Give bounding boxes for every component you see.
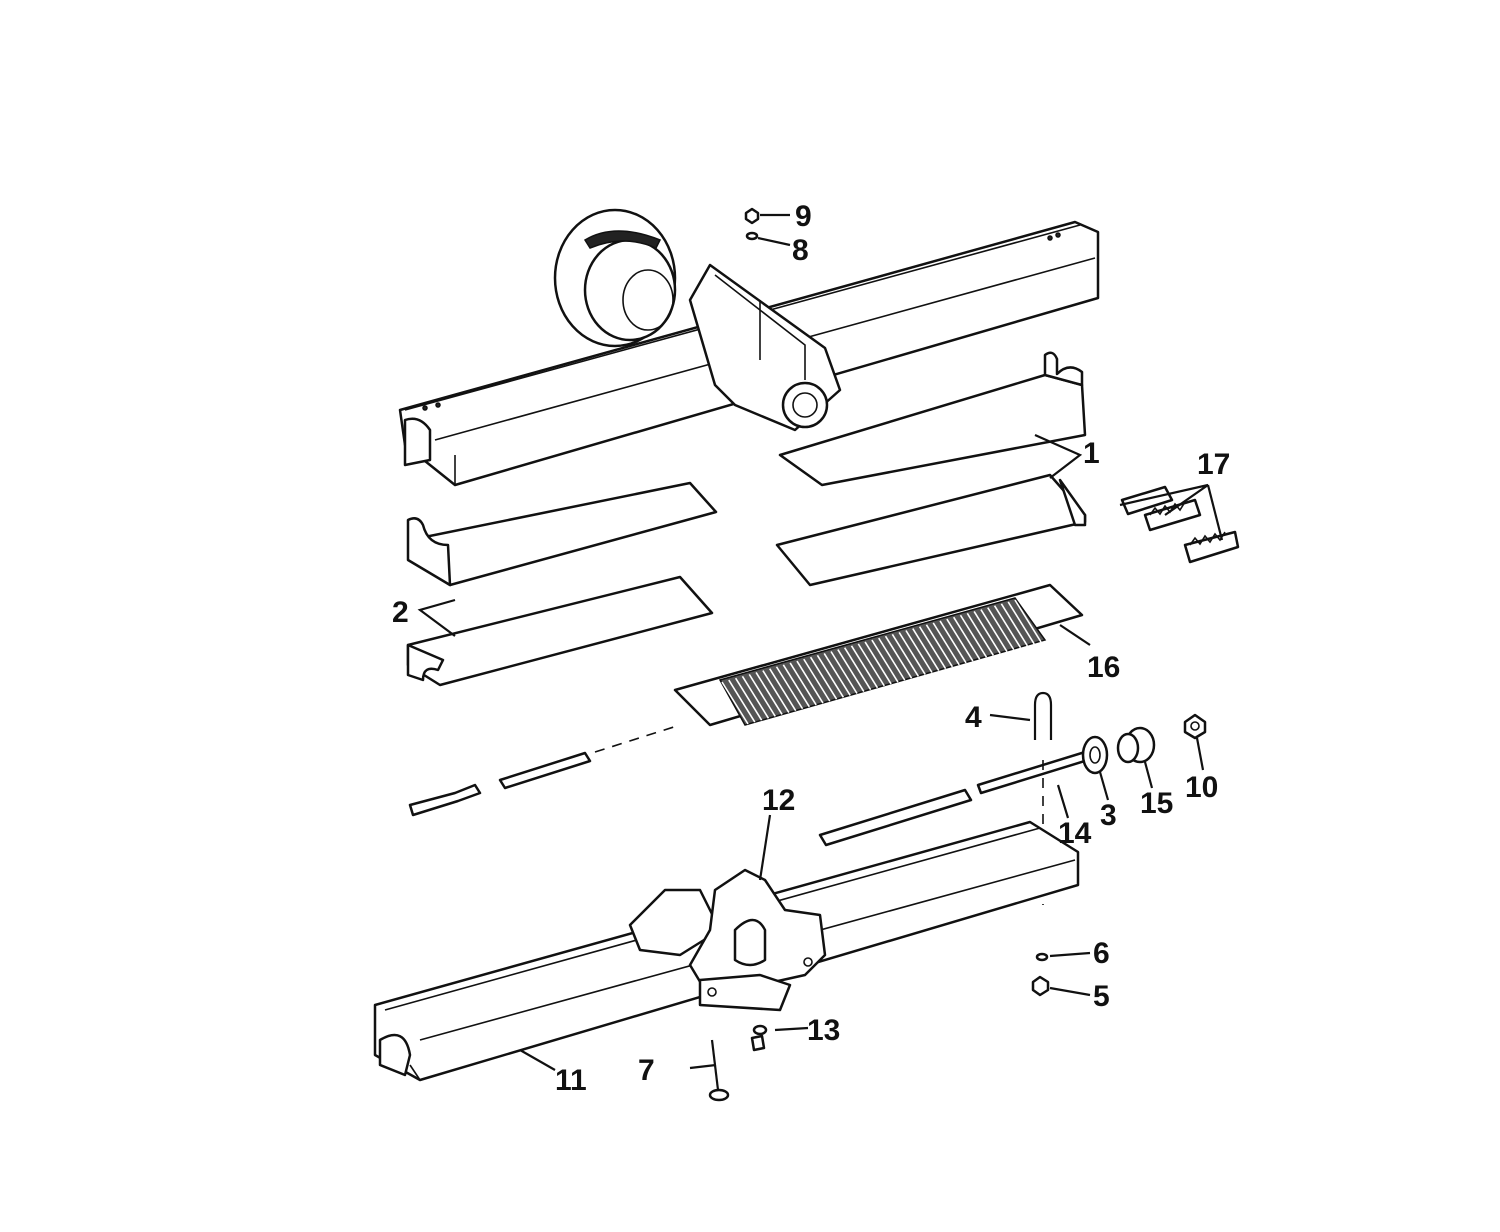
spring-coil — [796, 660, 824, 704]
spring-coil — [891, 633, 920, 677]
spring-coil — [939, 620, 967, 664]
callout-16: 16 — [1087, 651, 1120, 684]
washer-8 — [745, 231, 759, 241]
spring-coil — [857, 643, 885, 687]
spring-coil — [769, 668, 797, 712]
spring-coil — [932, 622, 960, 666]
spring-coil — [843, 647, 872, 691]
spring-coil — [762, 670, 790, 713]
spring-coil — [898, 631, 926, 675]
spring-coil — [993, 605, 1022, 649]
spring-coil — [946, 618, 974, 662]
callout-9: 9 — [795, 200, 812, 233]
pins-left — [408, 724, 681, 817]
spring-coil — [721, 681, 749, 725]
spring-coil — [864, 641, 892, 685]
callout-17: 17 — [1197, 448, 1230, 481]
spring-coil — [1000, 603, 1029, 647]
callout-14: 14 — [1058, 817, 1092, 850]
callout-5: 5 — [1093, 980, 1110, 1013]
upper-carriage-assembly — [398, 208, 1100, 487]
spring-coil — [959, 614, 988, 658]
spring-coil — [741, 675, 770, 719]
washer-6 — [1035, 952, 1049, 962]
spring-coil — [884, 635, 913, 679]
nut-10 — [1183, 713, 1207, 740]
screw-13 — [750, 1024, 768, 1052]
side-rails-2 — [406, 481, 718, 687]
callout-10: 10 — [1185, 771, 1218, 804]
spring-coil — [755, 672, 783, 715]
bolt-7 — [708, 1039, 730, 1102]
side-rails-1 — [775, 351, 1087, 587]
spring-coil — [816, 654, 845, 698]
callout-2: 2 — [392, 596, 409, 629]
spring-coil — [734, 677, 763, 721]
callout-7: 7 — [638, 1054, 655, 1087]
spring-coil — [837, 649, 865, 693]
spring-coil — [973, 611, 1001, 654]
cutter-bracket-12 — [628, 868, 827, 1012]
callout-11: 11 — [555, 1064, 587, 1097]
spring-coil — [1014, 599, 1042, 643]
spring-coil — [980, 609, 1008, 652]
callout-8: 8 — [792, 234, 809, 267]
pulley-15 — [1116, 726, 1156, 764]
callout-labels: 9 8 1 17 2 16 4 10 12 3 15 14 6 5 13 7 1… — [392, 200, 1230, 1097]
spring-coil — [912, 628, 940, 672]
spring-coil — [789, 662, 817, 706]
spring-plate-16 — [673, 583, 1084, 727]
callout-3: 3 — [1100, 799, 1117, 832]
spring-coil — [823, 652, 851, 696]
callout-12: 12 — [762, 784, 795, 817]
callout-13: 13 — [807, 1014, 840, 1047]
spring-coil — [871, 639, 899, 683]
callout-6: 6 — [1093, 937, 1110, 970]
callout-4: 4 — [965, 701, 982, 734]
spring-coil — [925, 624, 954, 668]
spring-coil — [987, 607, 1015, 651]
spring-coil — [850, 645, 879, 689]
spring-coil — [878, 637, 906, 681]
spring-coil — [830, 651, 858, 694]
callout-15: 15 — [1140, 787, 1173, 820]
callout-1: 1 — [1083, 437, 1100, 470]
spring-coil — [809, 656, 838, 700]
spring-coil — [782, 664, 811, 708]
spring-coil — [775, 666, 804, 710]
collar-3 — [1081, 735, 1109, 775]
spring-coils — [721, 599, 1042, 725]
spring-coil — [728, 679, 756, 723]
spring-coil — [952, 616, 981, 660]
nut-9 — [744, 207, 760, 225]
spring-coil — [905, 630, 933, 673]
rack-pieces-17 — [1120, 485, 1240, 564]
nut-5 — [1031, 975, 1050, 997]
leader-lines — [417, 213, 1224, 1071]
spring-coil — [918, 626, 947, 670]
spring-coil — [1007, 601, 1035, 645]
spring-coil — [803, 658, 831, 702]
spring-coil — [748, 673, 776, 717]
spring-coil — [966, 612, 994, 656]
